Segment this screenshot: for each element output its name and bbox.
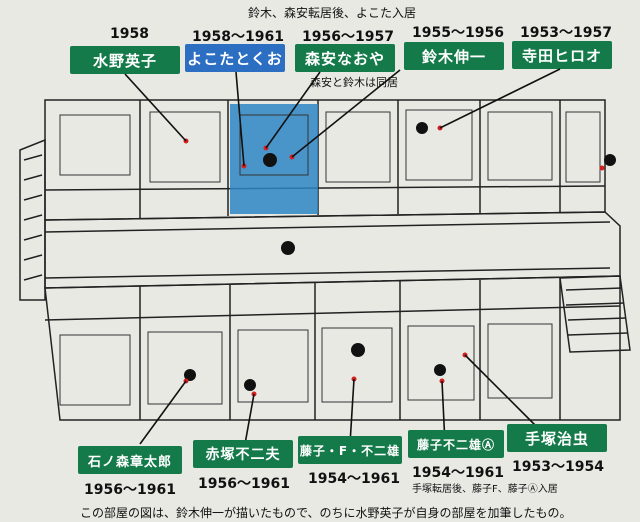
- label-terada-hiroo: 寺田ヒロオ: [512, 41, 612, 69]
- corridor: [44, 211, 621, 289]
- label-moriyasu-naoya: 森安なおや: [295, 44, 395, 72]
- bottom-row-outline: [44, 275, 621, 421]
- year-akatsuka: 1956〜1961: [198, 476, 290, 492]
- year-suzuki: 1955〜1956: [412, 25, 504, 41]
- cohabit-note: 森安と鈴木は同居: [310, 76, 398, 89]
- year-terada: 1953〜1957: [520, 25, 612, 41]
- left-stairs: [19, 138, 46, 301]
- year-ishinomori: 1956〜1961: [84, 482, 176, 498]
- label-mizuno-eiko: 水野英子: [70, 46, 180, 74]
- label-fujiko-f-fujio: 藤子・F・不二雄: [298, 436, 402, 464]
- label-akatsuka-fujio: 赤塚不二夫: [193, 440, 293, 468]
- label-tezuka-osamu: 手塚治虫: [507, 424, 607, 452]
- year-fujiko-f: 1954〜1961: [308, 471, 400, 487]
- tezuka-note: 手塚転居後、藤子F、藤子Ⓐ入居: [412, 484, 558, 495]
- year-moriyasu: 1956〜1957: [302, 29, 394, 45]
- header-note: 鈴木、森安転居後、よこた入居: [248, 6, 417, 20]
- year-tezuka: 1953〜1954: [512, 459, 604, 475]
- year-mizuno: 1958: [110, 26, 149, 42]
- year-fujiko-a: 1954〜1961: [412, 465, 504, 481]
- top-row-outline: [44, 99, 606, 221]
- label-ishinomori-shotaro: 石ノ森章太郎: [78, 446, 182, 474]
- label-fujiko-fujio-a: 藤子不二雄Ⓐ: [408, 430, 504, 458]
- panel-caption: この部屋の図は、鈴木伸一が描いたもので、のちに水野英子が自身の部屋を加筆したもの…: [80, 506, 572, 520]
- label-yokota-tokuo: よこたとくお: [185, 44, 285, 72]
- label-suzuki-shinichi: 鈴木伸一: [404, 42, 504, 70]
- year-yokota: 1958〜1961: [192, 29, 284, 45]
